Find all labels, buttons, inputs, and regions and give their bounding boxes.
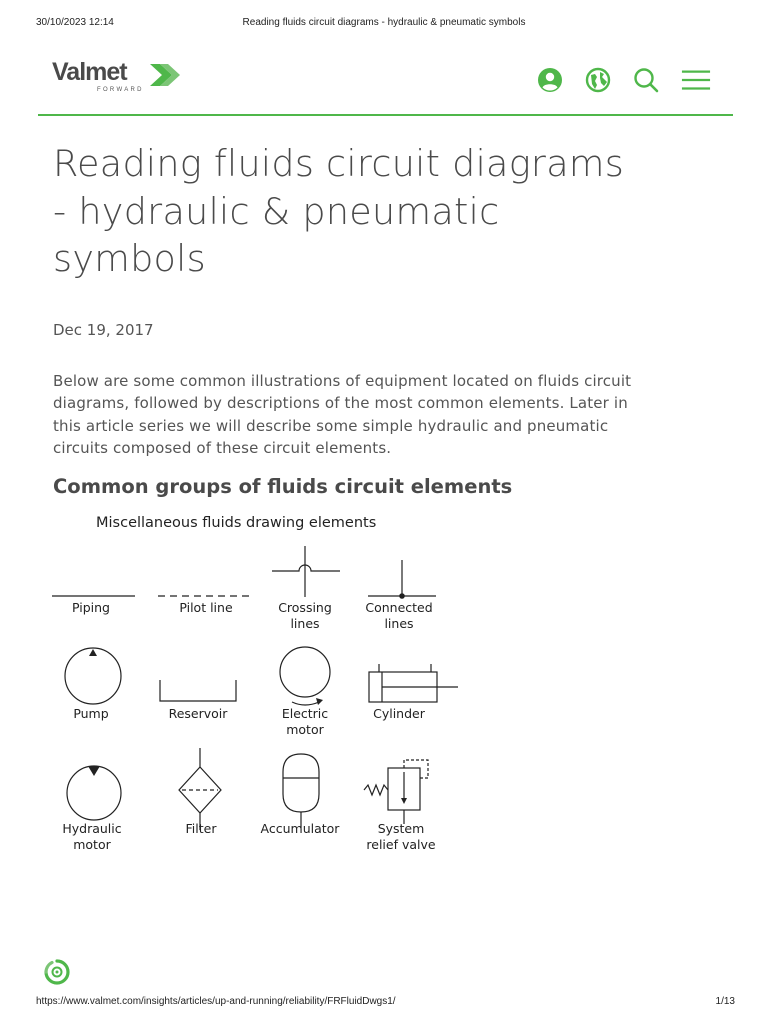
valmet-logo[interactable]: Valmet FORWARD bbox=[52, 58, 192, 98]
print-footer: https://www.valmet.com/insights/articles… bbox=[0, 996, 768, 1010]
search-icon[interactable] bbox=[631, 65, 661, 95]
intro-paragraph: Below are some common illustrations of e… bbox=[53, 370, 718, 460]
title-line: Reading fluids circuit diagrams bbox=[53, 142, 625, 185]
label-electric-motor: Electric motor bbox=[250, 706, 360, 737]
electric-motor-symbol bbox=[279, 646, 331, 706]
filter-symbol bbox=[178, 748, 222, 830]
label-line: lines bbox=[384, 615, 414, 631]
label-pump: Pump bbox=[73, 706, 109, 721]
logo-chevron-icon bbox=[150, 64, 180, 86]
label-pilot-line: Pilot line bbox=[179, 600, 233, 615]
logo-text: Valmet bbox=[52, 58, 128, 86]
label-line: motor bbox=[73, 836, 111, 852]
page-title: Reading fluids circuit diagrams - hydrau… bbox=[53, 140, 733, 283]
accumulator-symbol bbox=[282, 753, 320, 828]
print-page-number: 1/13 bbox=[715, 996, 735, 1007]
label-line: lines bbox=[290, 615, 320, 631]
label-line: relief valve bbox=[366, 836, 436, 852]
print-url: https://www.valmet.com/insights/articles… bbox=[36, 996, 396, 1007]
print-page-title: Reading fluids circuit diagrams - hydrau… bbox=[242, 17, 526, 28]
fluids-symbols-diagram: Miscellaneous fluids drawing elements bbox=[40, 510, 480, 860]
globe-icon[interactable] bbox=[583, 65, 613, 95]
cylinder-symbol bbox=[368, 664, 458, 703]
label-accumulator: Accumulator bbox=[260, 821, 340, 836]
reservoir-symbol bbox=[159, 680, 237, 702]
intro-line: Below are some common illustrations of e… bbox=[53, 371, 632, 390]
label-filter: Filter bbox=[185, 821, 217, 836]
intro-line: this article series we will describe som… bbox=[53, 416, 609, 435]
publish-date: Dec 19, 2017 bbox=[53, 320, 154, 339]
article: Reading fluids circuit diagrams - hydrau… bbox=[53, 140, 733, 498]
print-datetime: 30/10/2023 12:14 bbox=[36, 17, 114, 28]
logo-tagline: FORWARD bbox=[97, 87, 144, 93]
header-nav-icons bbox=[535, 65, 715, 95]
label-line: Connected bbox=[365, 600, 433, 615]
diagram-heading: Miscellaneous fluids drawing elements bbox=[96, 515, 377, 531]
user-icon[interactable] bbox=[535, 65, 565, 95]
pump-symbol bbox=[64, 647, 122, 705]
chat-widget-icon[interactable] bbox=[43, 958, 73, 988]
hydraulic-motor-symbol bbox=[66, 765, 122, 821]
intro-line: diagrams, followed by descriptions of th… bbox=[53, 394, 628, 413]
label-line: System bbox=[377, 821, 425, 836]
site-header: Valmet FORWARD bbox=[38, 55, 733, 116]
label-line: motor bbox=[286, 721, 324, 737]
label-line: Hydraulic bbox=[62, 821, 122, 836]
label-piping: Piping bbox=[71, 600, 110, 615]
title-line: - hydraulic & pneumatic bbox=[53, 189, 500, 233]
label-connected-lines: Connected lines bbox=[344, 600, 454, 631]
label-crossing-lines: Crossing lines bbox=[250, 600, 360, 631]
label-line: Crossing bbox=[278, 600, 332, 615]
title-line: symbols bbox=[53, 237, 206, 280]
intro-line: circuits composed of these circuit eleme… bbox=[53, 439, 392, 458]
menu-icon[interactable] bbox=[681, 65, 711, 95]
label-line: Electric bbox=[281, 706, 329, 721]
system-relief-valve-symbol bbox=[363, 759, 429, 824]
label-system-relief-valve: System relief valve bbox=[346, 821, 456, 852]
symbols-figure bbox=[52, 546, 458, 830]
section-heading: Common groups of fluids circuit elements bbox=[53, 474, 513, 498]
connected-lines-symbol bbox=[368, 560, 436, 599]
label-cylinder: Cylinder bbox=[373, 706, 425, 721]
crossing-lines-symbol bbox=[272, 546, 340, 597]
print-header: 30/10/2023 12:14 Reading fluids circuit … bbox=[0, 17, 768, 31]
label-reservoir: Reservoir bbox=[168, 706, 228, 721]
label-hydraulic-motor: Hydraulic motor bbox=[37, 821, 147, 852]
